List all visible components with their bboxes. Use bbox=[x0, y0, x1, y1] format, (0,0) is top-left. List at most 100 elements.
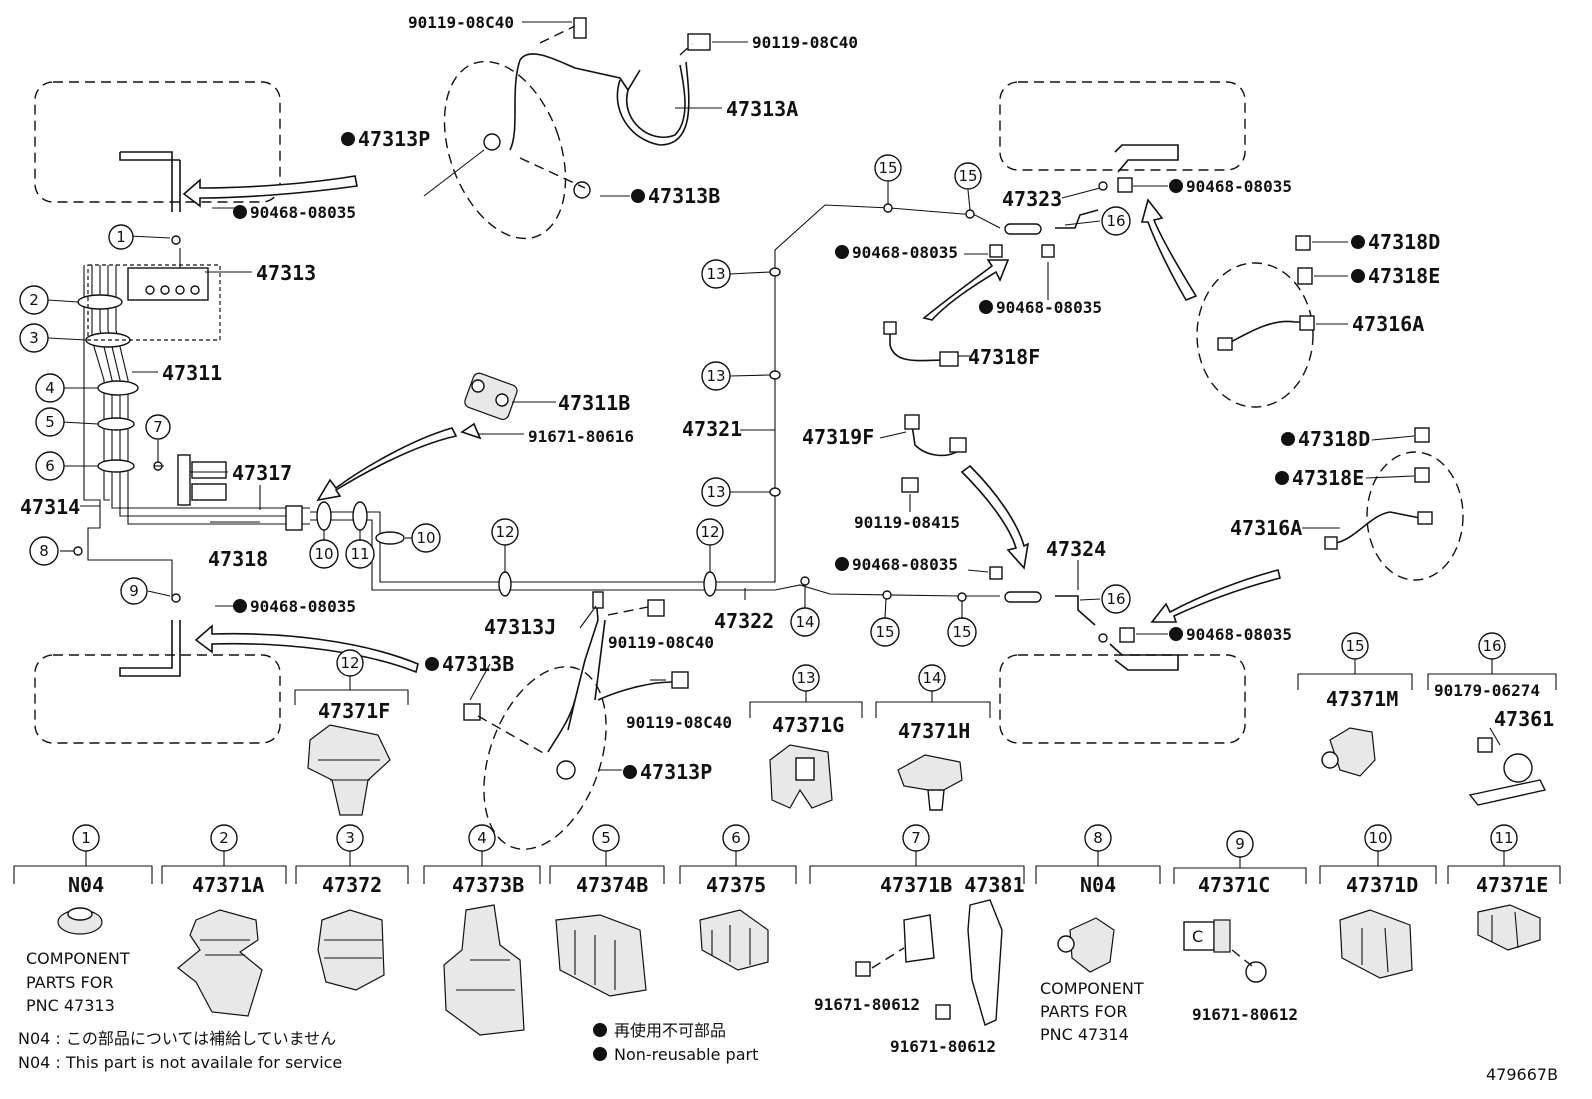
leader-lines bbox=[47, 21, 1415, 771]
svg-text:11: 11 bbox=[350, 545, 369, 563]
junction-block-47313 bbox=[87, 248, 221, 341]
svg-text:5: 5 bbox=[601, 829, 611, 847]
svg-text:91671-80612: 91671-80612 bbox=[890, 1037, 996, 1056]
svg-text:90468-08035: 90468-08035 bbox=[250, 203, 356, 222]
svg-text:47371B 47381: 47371B 47381 bbox=[880, 873, 1025, 897]
svg-text:47317: 47317 bbox=[232, 461, 292, 485]
bottom-part-4: 4 47373B bbox=[423, 824, 541, 1036]
svg-text:1: 1 bbox=[116, 228, 126, 246]
svg-text:N04 : この部品については補給していません: N04 : この部品については補給していません bbox=[18, 1029, 336, 1048]
svg-text:47318: 47318 bbox=[208, 547, 268, 571]
svg-text:Non-reusable part: Non-reusable part bbox=[614, 1045, 758, 1064]
svg-text:PARTS FOR: PARTS FOR bbox=[1040, 1002, 1127, 1021]
svg-text:90119-08C40: 90119-08C40 bbox=[626, 713, 732, 732]
svg-text:12: 12 bbox=[700, 523, 719, 541]
svg-text:9: 9 bbox=[1235, 835, 1245, 853]
mid-part-14: 14 47371H bbox=[875, 664, 991, 811]
svg-text:47319F: 47319F bbox=[802, 425, 874, 449]
svg-text:90468-08035: 90468-08035 bbox=[1186, 625, 1292, 644]
svg-text:9: 9 bbox=[129, 582, 139, 600]
svg-text:16: 16 bbox=[1106, 590, 1125, 608]
circled-references: 1 2 3 4 5 6 7 8 9 10 11 10 12 12 13 13 1… bbox=[19, 154, 1131, 647]
svg-text:10: 10 bbox=[314, 545, 333, 563]
svg-text:C: C bbox=[1192, 927, 1203, 946]
svg-text:15: 15 bbox=[952, 623, 971, 641]
svg-text:12: 12 bbox=[340, 654, 359, 672]
svg-text:15: 15 bbox=[1345, 637, 1364, 655]
svg-text:90468-08035: 90468-08035 bbox=[996, 298, 1102, 317]
svg-text:47372: 47372 bbox=[322, 873, 382, 897]
svg-text:13: 13 bbox=[796, 669, 815, 687]
svg-text:47371C: 47371C bbox=[1198, 873, 1270, 897]
bottom-part-9: 9 47371C C 91671-80612 bbox=[1173, 830, 1307, 1024]
svg-text:91671-80616: 91671-80616 bbox=[528, 427, 634, 446]
svg-text:15: 15 bbox=[958, 167, 977, 185]
svg-text:47371F: 47371F bbox=[318, 699, 390, 723]
svg-text:47313J: 47313J bbox=[484, 615, 556, 639]
mid-part-16: 16 90179-06274 47361 bbox=[1427, 632, 1557, 806]
svg-text:47374B: 47374B bbox=[576, 873, 648, 897]
rear-right-connection bbox=[901, 414, 1135, 643]
svg-text:47371M: 47371M bbox=[1326, 687, 1398, 711]
svg-text:13: 13 bbox=[706, 483, 725, 501]
svg-text:47311: 47311 bbox=[162, 361, 222, 385]
wheel-rear-left bbox=[34, 654, 281, 744]
bottom-part-11: 11 47371E bbox=[1447, 824, 1561, 951]
svg-text:N04: N04 bbox=[68, 873, 104, 897]
svg-text:47371H: 47371H bbox=[898, 719, 970, 743]
mid-part-12: 12 47371F bbox=[294, 649, 409, 816]
svg-text:N04: N04 bbox=[1080, 873, 1116, 897]
svg-text:6: 6 bbox=[731, 829, 741, 847]
svg-text:8: 8 bbox=[39, 542, 49, 560]
svg-text:47321: 47321 bbox=[682, 417, 742, 441]
svg-text:90468-08035: 90468-08035 bbox=[852, 243, 958, 262]
svg-text:2: 2 bbox=[29, 291, 39, 309]
svg-text:47322: 47322 bbox=[714, 609, 774, 633]
front-hose-assembly bbox=[443, 17, 711, 240]
svg-text:3: 3 bbox=[29, 329, 39, 347]
bottom-part-10: 10 47371D bbox=[1319, 824, 1437, 979]
svg-text:47311B: 47311B bbox=[558, 391, 630, 415]
bottom-part-8: 8 N04 COMPONENT PARTS FOR PNC 47314 bbox=[1035, 824, 1161, 1044]
svg-text:47361: 47361 bbox=[1494, 707, 1554, 731]
svg-text:10: 10 bbox=[1368, 829, 1387, 847]
svg-text:2: 2 bbox=[219, 829, 229, 847]
svg-text:PARTS FOR: PARTS FOR bbox=[26, 973, 113, 992]
svg-text:47323: 47323 bbox=[1002, 187, 1062, 211]
diagram-number: 479667B bbox=[1486, 1065, 1558, 1084]
legend: N04 : この部品については補給していません N04 : This part … bbox=[18, 1021, 758, 1072]
svg-text:47371A: 47371A bbox=[192, 873, 264, 897]
bracket-47317 bbox=[177, 454, 227, 506]
svg-text:COMPONENT: COMPONENT bbox=[1040, 979, 1144, 998]
svg-text:47313: 47313 bbox=[256, 261, 316, 285]
svg-text:47318E: 47318E bbox=[1292, 466, 1364, 490]
svg-text:47324: 47324 bbox=[1046, 537, 1106, 561]
callout-labels: 90119-08C40 90119-08C40 47313A 47313P 47… bbox=[20, 13, 1440, 784]
svg-text:90468-08035: 90468-08035 bbox=[250, 597, 356, 616]
front-right-connection bbox=[883, 177, 1133, 367]
svg-text:47313P: 47313P bbox=[640, 760, 712, 784]
line-clamps bbox=[73, 203, 975, 603]
svg-text:90119-08C40: 90119-08C40 bbox=[408, 13, 514, 32]
svg-text:90179-06274: 90179-06274 bbox=[1434, 681, 1540, 700]
svg-text:4: 4 bbox=[45, 379, 55, 397]
svg-text:47371E: 47371E bbox=[1476, 873, 1548, 897]
svg-text:6: 6 bbox=[45, 457, 55, 475]
bottom-part-7: 7 47371B 47381 91671-80612 91671-80612 bbox=[809, 824, 1025, 1056]
svg-text:12: 12 bbox=[495, 523, 514, 541]
svg-text:N04 : This part is not availal: N04 : This part is not availale for serv… bbox=[18, 1053, 342, 1072]
svg-text:15: 15 bbox=[878, 159, 897, 177]
hose-47316A-rear bbox=[1324, 427, 1464, 581]
svg-text:4: 4 bbox=[477, 829, 487, 847]
wheel-front-right bbox=[999, 81, 1246, 171]
svg-text:47318D: 47318D bbox=[1298, 427, 1370, 451]
svg-text:90119-08C40: 90119-08C40 bbox=[752, 33, 858, 52]
svg-text:47313P: 47313P bbox=[358, 127, 430, 151]
svg-text:47313B: 47313B bbox=[442, 652, 514, 676]
svg-text:7: 7 bbox=[153, 418, 163, 436]
svg-text:47316A: 47316A bbox=[1352, 312, 1424, 336]
svg-text:5: 5 bbox=[45, 413, 55, 431]
svg-text:11: 11 bbox=[1494, 829, 1513, 847]
direction-arrows bbox=[182, 175, 1281, 674]
svg-text:47375: 47375 bbox=[706, 873, 766, 897]
